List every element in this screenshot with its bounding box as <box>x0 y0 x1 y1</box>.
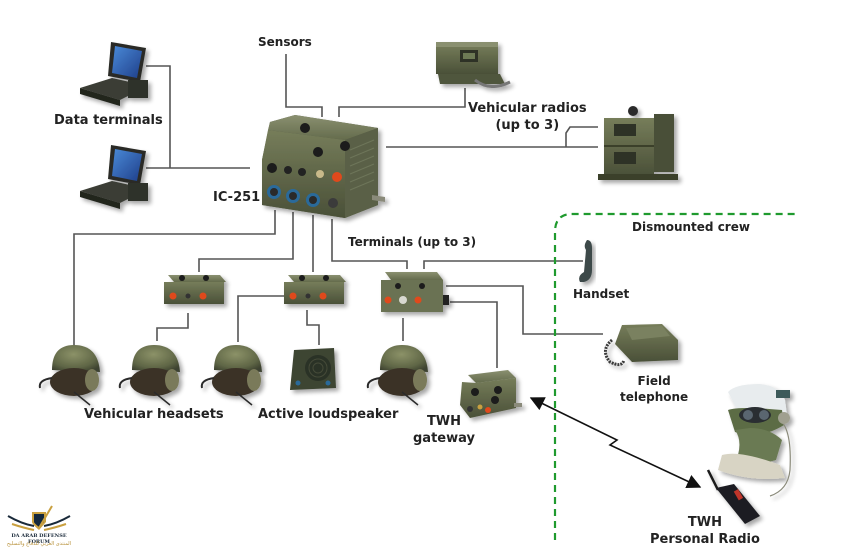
active-loudspeaker <box>290 348 336 390</box>
line-data-terminal-1 <box>146 65 171 168</box>
arab-defense-forum-logo <box>7 505 71 531</box>
crew-terminal-1 <box>164 275 226 304</box>
label-sensors: Sensors <box>258 35 312 49</box>
label-handset: Handset <box>573 287 630 301</box>
label-twh-gateway: TWH gateway <box>413 414 475 446</box>
label-terminals: Terminals (up to 3) <box>348 235 477 249</box>
label-active-loudspeaker: Active loudspeaker <box>258 407 399 422</box>
line-vehicular-radio-1 <box>338 88 466 117</box>
logo-arabic: المنتدى العربي للدفاع والتسليح <box>6 541 72 547</box>
label-twh-gateway-line1: TWH <box>426 414 462 429</box>
handset-device <box>579 240 592 282</box>
logo-name: DA ARAB DEFENSE FORUM <box>10 533 68 545</box>
label-twh-gateway-line2: gateway <box>413 431 475 446</box>
field-telephone-device <box>604 324 678 367</box>
label-field-telephone-line2: telephone <box>620 390 689 404</box>
vehicular-radio-1 <box>436 42 511 88</box>
line-field-telephone <box>446 285 603 335</box>
connection-lines <box>73 54 603 368</box>
label-vehicular-radios: Vehicular radios (up to 3) <box>468 101 587 133</box>
label-dismounted-crew: Dismounted crew <box>632 220 750 234</box>
crew-terminal-2 <box>284 275 346 304</box>
vehicular-headset-1 <box>38 345 100 406</box>
label-twh-personal-radio: TWH Personal Radio <box>650 515 760 547</box>
laptop-data-terminal-1 <box>80 42 148 106</box>
crew-terminal-3 <box>381 272 449 312</box>
label-vehicular-radios-line2: (up to 3) <box>495 118 560 133</box>
twh-gateway-device <box>460 370 522 418</box>
dismounted-soldier <box>718 384 791 497</box>
line-headset-1 <box>73 210 276 345</box>
laptop-data-terminal-2 <box>80 145 148 209</box>
vehicular-headset-2 <box>118 345 180 406</box>
ic-251-unit <box>262 115 385 218</box>
label-field-telephone: Field telephone <box>620 374 688 405</box>
line-handset <box>423 260 583 269</box>
label-twh-radio-line2: Personal Radio <box>650 532 760 547</box>
line-terminal1-headset2 <box>156 313 189 341</box>
label-vehicular-radios-line1: Vehicular radios <box>468 101 587 116</box>
line-terminal-1 <box>198 212 294 272</box>
line-twh-gateway <box>450 301 498 368</box>
vehicular-headset-3 <box>200 345 262 406</box>
line-vehicular-radio-2b <box>565 126 598 147</box>
label-data-terminals: Data terminals <box>54 113 163 128</box>
line-terminal2-headset3 <box>237 295 288 342</box>
line-terminal-3 <box>331 219 408 269</box>
label-ic-251: IC-251 <box>213 190 261 205</box>
label-field-telephone-line1: Field <box>637 374 671 388</box>
logo-title: ARAB DEFENSE FORUM <box>21 533 67 545</box>
line-sensors <box>285 54 323 117</box>
vehicular-radio-2 <box>598 106 678 180</box>
vehicular-headset-4 <box>366 345 428 406</box>
line-terminal2-loudspeaker <box>306 310 320 345</box>
label-vehicular-headsets: Vehicular headsets <box>84 407 224 422</box>
logo-initials: DA <box>11 533 20 539</box>
twh-personal-radio-device <box>706 469 760 524</box>
wireless-link <box>529 397 702 489</box>
label-twh-radio-line1: TWH <box>687 515 722 530</box>
dismounted-crew-boundary <box>553 212 795 540</box>
